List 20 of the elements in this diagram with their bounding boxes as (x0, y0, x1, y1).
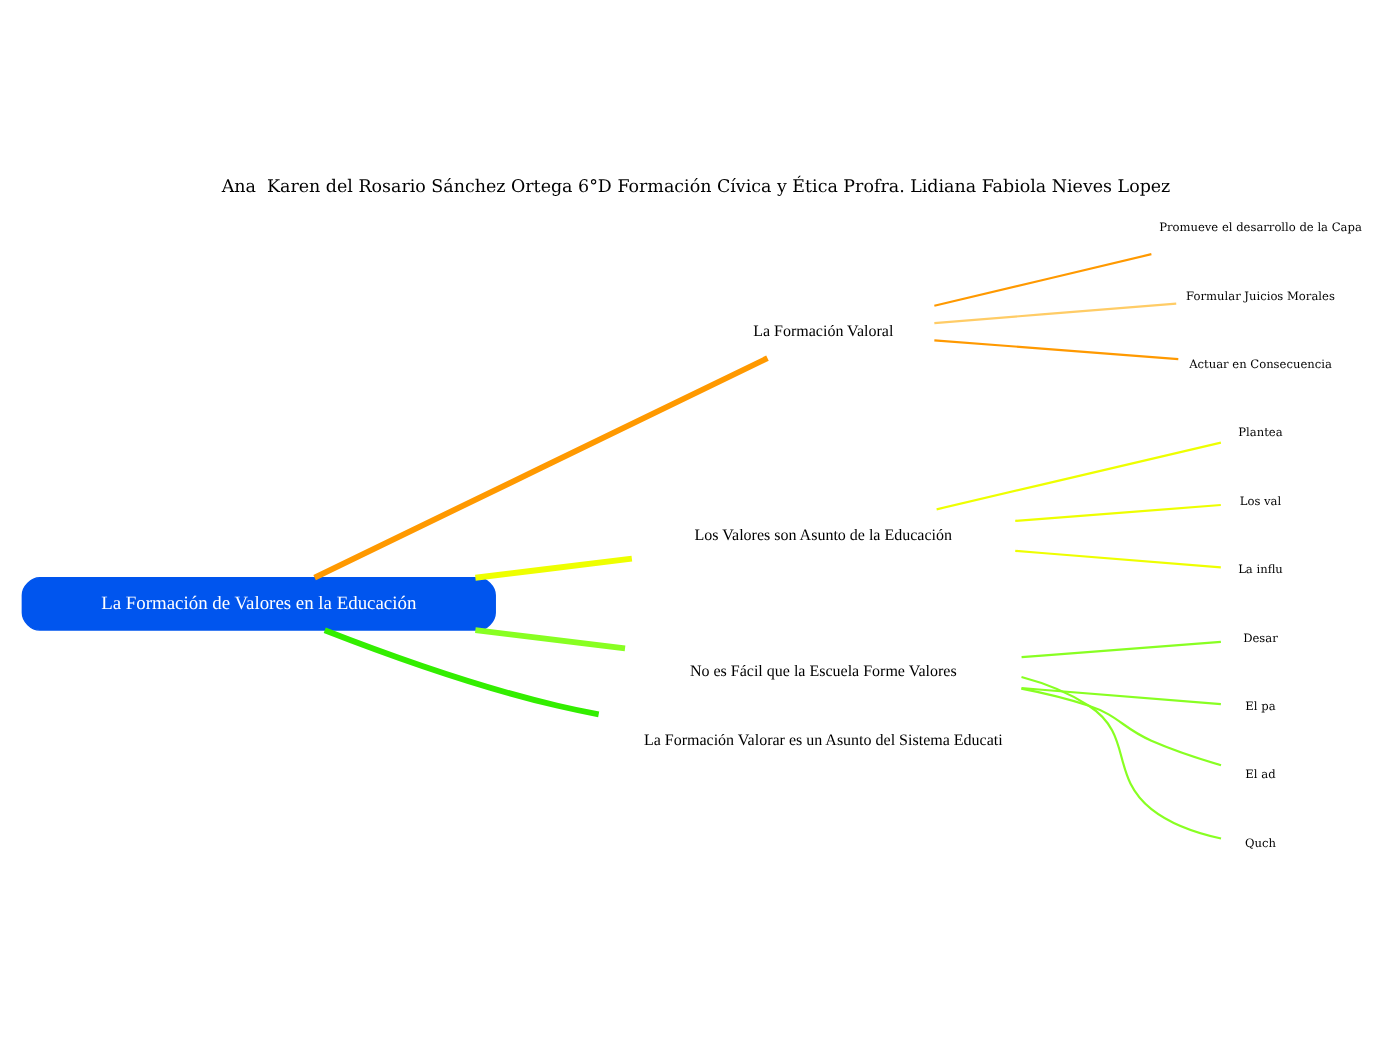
connector (1021, 686, 1221, 705)
node-text: Los Valores son Asunto de la Educación (694, 524, 953, 543)
connector (1015, 548, 1221, 568)
connector (475, 554, 633, 580)
connector (1015, 502, 1221, 521)
node-box: La Formación de Valores en la Educación (21, 576, 496, 630)
connector (475, 626, 626, 651)
connector (936, 440, 1222, 510)
connector (1021, 686, 1222, 766)
connector (934, 338, 1179, 360)
connector (313, 354, 769, 580)
node-text: No es Fácil que la Escuela Forme Valores (689, 661, 957, 680)
connector (1021, 639, 1221, 658)
node-text: La Formación Valorar es un Asunto del Sistema Educati (643, 729, 1003, 748)
connector (323, 626, 600, 717)
node-text: La Formación Valoral (753, 320, 894, 339)
connector (934, 252, 1152, 306)
connector (1021, 675, 1222, 839)
diagram-title: Ana Karen del Rosario Sánchez Ortega 6°D Formación Cívica y Ética Profra. Lidiana Fabiola Nieves Lopez (221, 176, 1171, 197)
connector (934, 301, 1177, 324)
